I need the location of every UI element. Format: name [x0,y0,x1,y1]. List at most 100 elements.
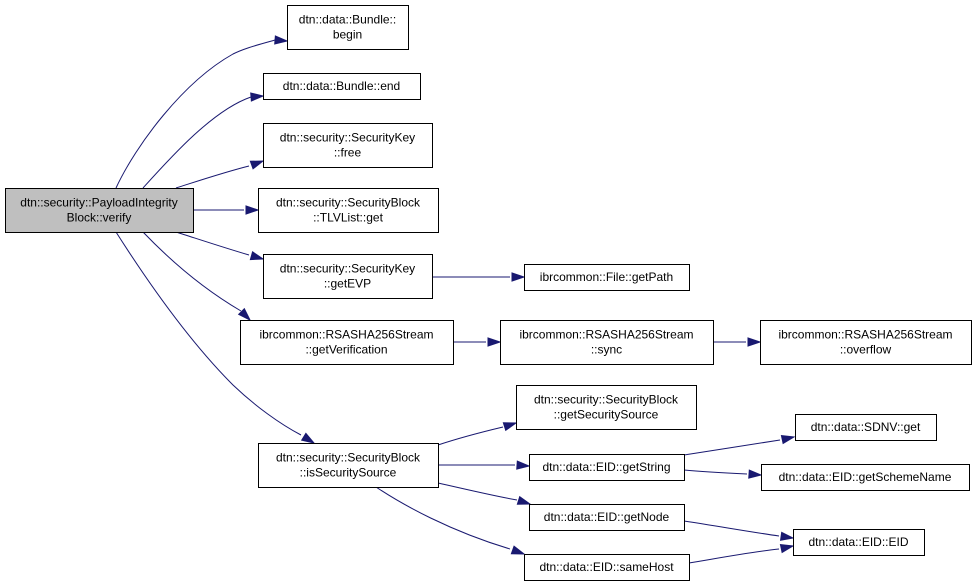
node-label: ::getVerification [305,343,387,357]
arrowhead-icon [510,545,526,555]
edge-line [437,426,504,446]
node-label: dtn::data::SDNV::get [811,420,921,434]
arrowhead-icon [516,495,532,505]
node-getnode[interactable]: dtn::data::EID::getNode [529,504,685,531]
node-label: ::free [334,146,362,160]
edge-getstring-getscheme [683,469,763,479]
edge-getevp-getpath [432,272,526,282]
node-box[interactable] [500,320,714,365]
node-label: ::TLVList::get [313,211,383,225]
node-verify[interactable]: dtn::security::PayloadIntegrityBlock::ve… [5,188,194,233]
edge-verify-begin [115,35,289,189]
node-issecsrc[interactable]: dtn::security::SecurityBlock::isSecurity… [258,443,439,488]
arrowhead-icon [779,544,795,554]
edge-line [683,469,748,475]
node-label: dtn::security::SecurityKey [280,262,415,276]
node-label: ibrcommon::File::getPath [540,270,673,284]
node-getevp[interactable]: dtn::security::SecurityKey::getEVP [263,254,433,299]
edge-line [115,231,302,436]
arrowhead-icon [245,205,260,215]
edge-samehost-eid [688,544,795,564]
edge-verify-end [142,92,265,189]
node-box[interactable] [529,504,685,531]
node-getstring[interactable]: dtn::data::EID::getString [529,454,685,481]
node-box[interactable] [263,123,433,168]
node-eid[interactable]: dtn::data::EID::EID [793,529,925,556]
node-box[interactable] [263,254,433,299]
node-label: dtn::data::EID::getNode [544,510,670,524]
arrowhead-icon [748,469,763,479]
arrowhead-icon [300,432,316,444]
arrowhead-icon [250,92,265,102]
edge-issecsrc-samehost [375,486,526,555]
node-label: ibrcommon::RSASHA256Stream [519,328,693,342]
node-label: ::getSecuritySource [554,408,659,422]
node-box[interactable] [258,443,439,488]
arrowhead-icon [249,160,265,170]
edge-line [688,548,780,564]
node-label: dtn::security::SecurityBlock [276,451,421,465]
node-box[interactable] [760,320,972,365]
node-label: dtn::security::SecurityKey [280,131,415,145]
edge-line [375,486,511,550]
arrowhead-icon [747,337,762,347]
nodes-layer: dtn::security::PayloadIntegrityBlock::ve… [5,5,972,581]
edge-verify-tlvget [193,205,260,215]
node-box[interactable] [529,454,685,481]
node-box[interactable] [761,464,970,491]
node-getverif[interactable]: ibrcommon::RSASHA256Stream::getVerificat… [240,320,454,365]
node-label: dtn::data::EID::EID [808,535,908,549]
node-getpath[interactable]: ibrcommon::File::getPath [524,264,690,291]
node-box[interactable] [793,529,925,556]
arrowhead-icon [274,35,289,45]
node-box[interactable] [258,188,439,233]
edge-verify-free [175,160,265,189]
arrowhead-icon [511,272,526,282]
edge-verify-issecsrc [115,231,316,444]
node-label: dtn::data::EID::getSchemeName [779,470,952,484]
node-overflow[interactable]: ibrcommon::RSASHA256Stream::overflow [760,320,972,365]
node-label: ::getEVP [324,277,371,291]
arrowhead-icon [779,531,795,541]
edge-line [437,482,518,501]
edges-layer [115,35,796,564]
edge-getverif-sync [453,337,502,347]
node-box[interactable] [524,554,690,581]
node-label: ::isSecuritySource [300,466,397,480]
node-free[interactable]: dtn::security::SecurityKey::free [263,123,433,168]
node-box[interactable] [287,5,409,50]
node-box[interactable] [516,385,697,430]
node-box[interactable] [795,414,937,441]
node-box[interactable] [524,264,690,291]
node-tlvget[interactable]: dtn::security::SecurityBlock::TLVList::g… [258,188,439,233]
edge-getstring-sdnvget [683,435,796,456]
edge-getnode-eid [683,520,795,541]
node-getsecsrc[interactable]: dtn::security::SecurityBlock::getSecurit… [516,385,697,430]
node-begin[interactable]: dtn::data::Bundle::begin [287,5,409,50]
node-label: dtn::security::PayloadIntegrity [20,196,177,210]
node-box[interactable] [263,73,421,100]
node-box[interactable] [5,188,194,233]
node-label: Block::verify [67,211,132,225]
arrowhead-icon [780,435,796,445]
arrowhead-icon [249,251,265,261]
arrowhead-icon [487,337,502,347]
node-label: dtn::data::EID::getString [542,460,670,474]
node-samehost[interactable]: dtn::data::EID::sameHost [524,554,690,581]
arrowhead-icon [502,422,518,432]
node-box[interactable] [240,320,454,365]
edge-line [175,165,250,189]
node-sdnvget[interactable]: dtn::data::SDNV::get [795,414,937,441]
edge-issecsrc-getstring [438,460,531,470]
edge-line [683,439,781,456]
edge-issecsrc-getnode [437,482,532,505]
node-label: ::sync [591,343,622,357]
node-getscheme[interactable]: dtn::data::EID::getSchemeName [761,464,970,491]
node-end[interactable]: dtn::data::Bundle::end [263,73,421,100]
node-label: ::overflow [840,343,892,357]
node-label: dtn::security::SecurityBlock [534,393,679,407]
node-sync[interactable]: ibrcommon::RSASHA256Stream::sync [500,320,714,365]
edge-line [115,39,276,189]
node-label: dtn::data::Bundle:: [299,13,396,27]
